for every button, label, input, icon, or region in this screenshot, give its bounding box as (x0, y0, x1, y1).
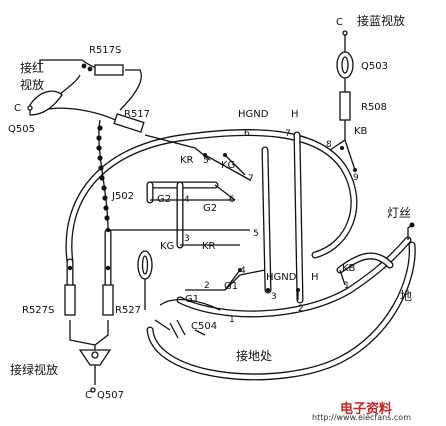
hgnd-low-label: HGND (266, 272, 297, 283)
r508-resistor (339, 91, 351, 121)
r517-label: R517 (124, 109, 150, 120)
q505-label: Q505 (8, 124, 35, 135)
pin-7b-label: 7 (248, 174, 254, 184)
r517s-label: R517S (89, 45, 121, 56)
r527-label: R527 (115, 305, 141, 316)
r527s-resistor (64, 284, 76, 316)
filament-label: 灯丝 (387, 206, 411, 220)
h-top-label: H (291, 109, 299, 120)
pin-3a-label: 3 (184, 234, 190, 244)
ground-label: 地 (400, 289, 412, 303)
pin-6-label: 6 (244, 129, 250, 139)
watermark-text: 电子资料 (340, 401, 392, 417)
g2b-label: G2 (203, 203, 217, 214)
pin-1b-label: 1 (344, 281, 350, 291)
pin-4a-label: 4 (184, 195, 190, 205)
q503-label: Q503 (361, 61, 388, 72)
pin-6b-label: 6 (229, 195, 235, 205)
r517s-resistor (94, 64, 124, 76)
watermark: http://www.elecfans.com 电子资料 (312, 401, 411, 422)
c-top-label: C (336, 17, 343, 28)
ground-point-label: 接地处 (236, 348, 272, 363)
socket-tracks (65, 129, 416, 381)
watermark-url: http://www.elecfans.com (312, 413, 411, 422)
red-output-label-line2: 视放 (20, 77, 44, 92)
j502-label: J502 (111, 191, 134, 202)
pin-2b-label: 2 (298, 304, 304, 314)
kg-mid-label: KG (221, 160, 235, 171)
pin-2a-label: 2 (204, 281, 210, 291)
wires (32, 35, 413, 385)
pin-7a-label: 7 (285, 129, 291, 139)
blue-output-label: 接蓝视放 (357, 13, 405, 28)
components (27, 30, 415, 393)
pin-3b-label: 3 (271, 292, 277, 302)
red-output-label-line1: 接红 (20, 60, 44, 75)
pin-9-label: 9 (353, 173, 359, 183)
labels: C 接蓝视放 Q503 R508 KB 8 9 R517S 接红 视放 C Q5… (8, 13, 412, 401)
r508-label: R508 (361, 102, 387, 113)
kr-low-label: KR (202, 241, 216, 252)
kb-top-label: KB (354, 126, 368, 137)
c-bottom-label: C (85, 390, 92, 401)
c504-label: C504 (191, 321, 217, 332)
pin-1a-label: 1 (229, 315, 235, 325)
green-output-label: 接绿视放 (10, 362, 58, 377)
g1a-label: G1 (185, 294, 199, 305)
pin-4b-label: 4 (240, 266, 246, 276)
kb-low-label: KB (342, 263, 356, 274)
hgnd-top-label: HGND (238, 109, 269, 120)
r527s-label: R527S (22, 305, 54, 316)
kr-mid-label: KR (180, 155, 194, 166)
h-low-label: H (311, 272, 319, 283)
g2a-label: G2 (157, 194, 171, 205)
g1b-label: G1 (224, 281, 238, 292)
pin-8-label: 8 (326, 140, 332, 150)
c-left-label: C (14, 103, 21, 114)
pin-5a-label: 5 (203, 156, 209, 166)
r527-resistor (102, 284, 114, 316)
r517-resistor (113, 113, 145, 133)
q507-label: Q507 (97, 390, 124, 401)
pin-5b-label: 5 (253, 229, 259, 239)
kg-low-label: KG (160, 241, 174, 252)
